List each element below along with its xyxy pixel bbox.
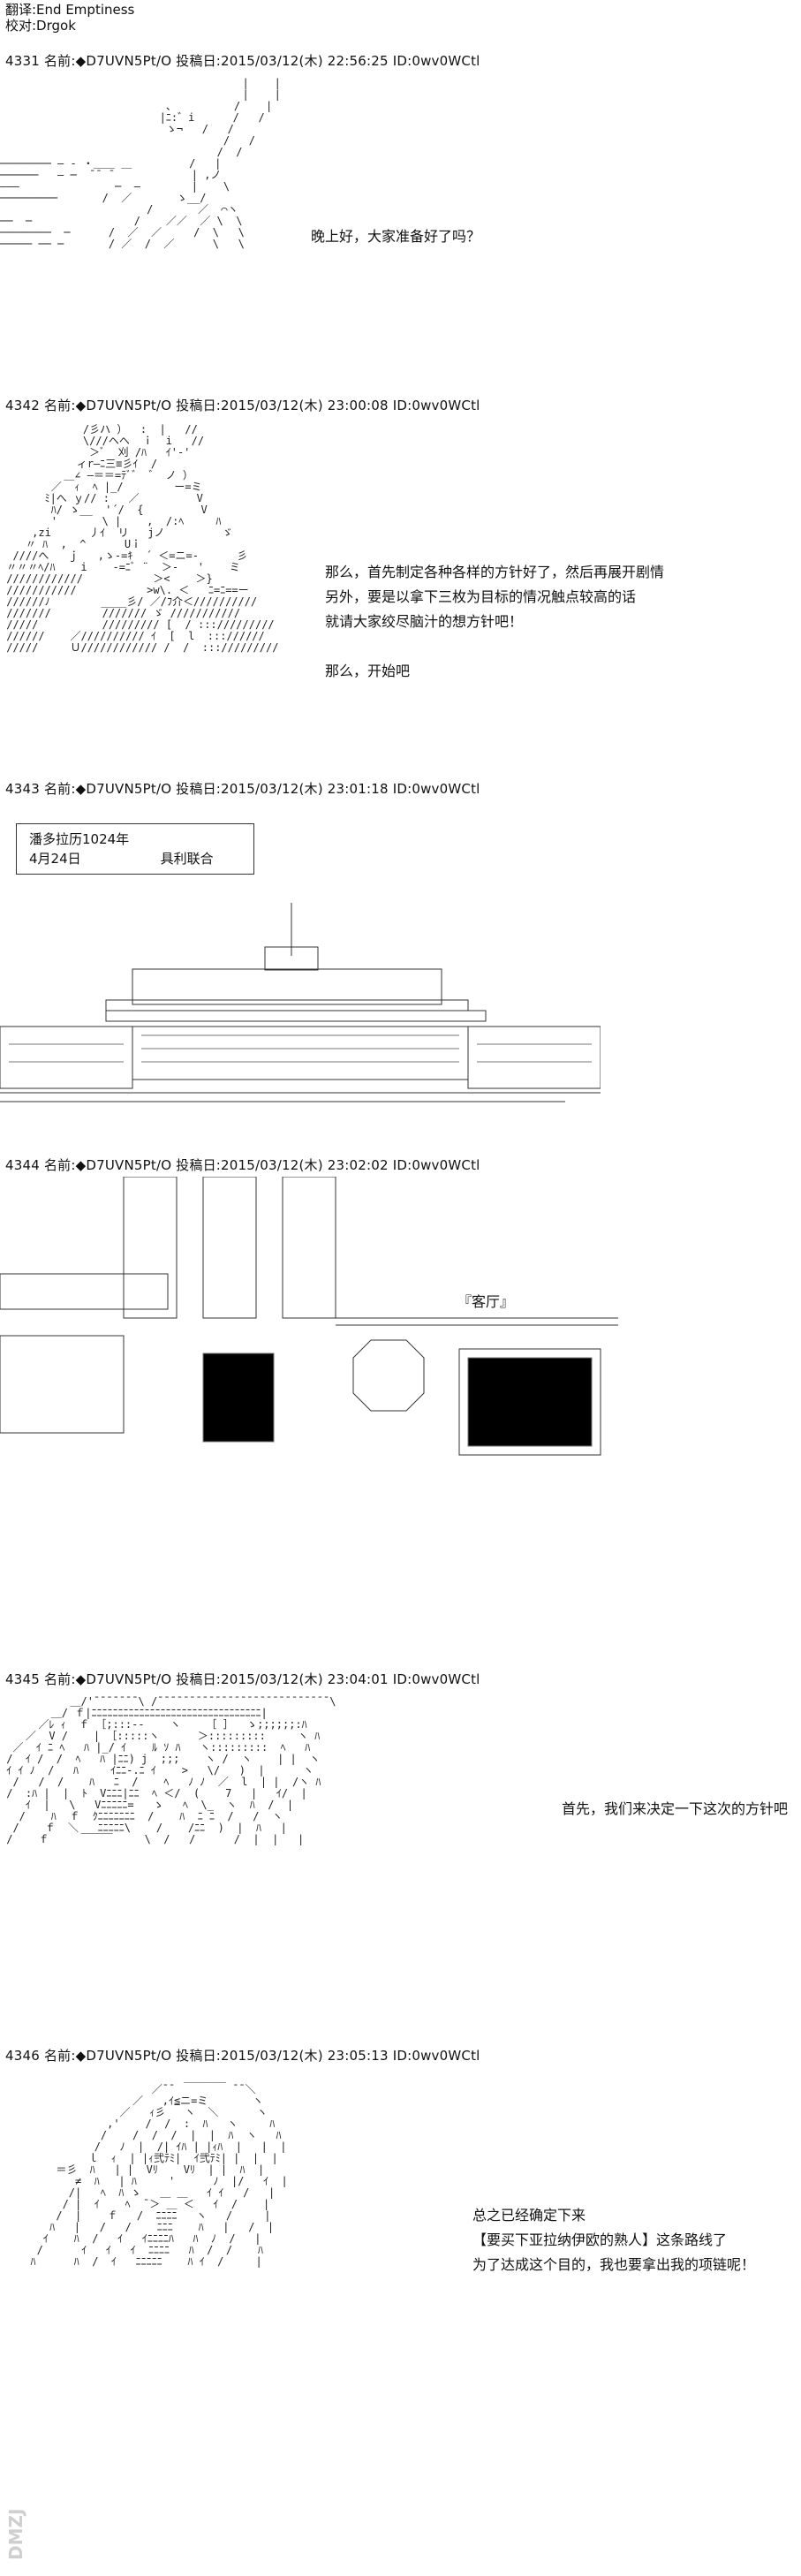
post-header: 4344 名前:◆D7UVN5Pt/O 投稿日:2015/03/12(木) 23…	[5, 1157, 480, 1173]
ascii-art-character: ＿＿＿＿ ／¯¯ ¯¯＼ ／ ,ｲ≦ニ=ミ ヽ ／ ｨ彡 ヽ ＼ ヽ ,' / …	[30, 2072, 288, 2268]
castle-illustration	[0, 903, 601, 1102]
living-room-illustration	[0, 1177, 618, 1456]
credits: 翻译:End Emptiness 校对:Drgok	[5, 2, 134, 34]
translator-credit: 翻译:End Emptiness	[5, 2, 135, 18]
dialogue: 晚上好，大家准备好了吗？	[311, 228, 481, 245]
dialogue: 那么，首先制定各种各样的方针好了，然后再展开剧情 另外，要是以拿下三枚为目标的情…	[325, 564, 665, 679]
post-header: 4331 名前:◆D7UVN5Pt/O 投稿日:2015/03/12(木) 22…	[5, 53, 480, 69]
proofreader-credit: 校对:Drgok	[5, 18, 76, 34]
post-header: 4343 名前:◆D7UVN5Pt/O 投稿日:2015/03/12(木) 23…	[5, 781, 480, 797]
post-header: 4345 名前:◆D7UVN5Pt/O 投稿日:2015/03/12(木) 23…	[5, 1671, 480, 1687]
ascii-art-character: /彡ハ ） : | // \///ヘヘ ｉ i // ＞ﾞ 刈 /ﾊ ｲ'‐' …	[6, 423, 279, 654]
location-box: 潘多拉历1024年 4月24日 具利联合	[16, 823, 254, 875]
dialogue: 首先，我们来决定一下这次的方针吧	[562, 1800, 789, 1817]
ascii-art-character: ＿/'¯¯¯¯¯¯¯\ /¯¯¯¯¯¯¯¯¯¯¯¯¯¯¯¯¯¯¯¯¯¯¯¯¯¯¯…	[6, 1695, 336, 1845]
post-header: 4346 名前:◆D7UVN5Pt/O 投稿日:2015/03/12(木) 23…	[5, 2048, 480, 2064]
watermark: DMZJ	[5, 2508, 26, 2560]
ascii-art-character: | | | | 、 / | |ﾆ:゛i / / ゝ¬ / /	[0, 77, 281, 250]
dialogue: 『客厅』	[457, 1293, 515, 1310]
dialogue: 总之已经确定下来 【要买下亚拉纳伊欧的熟人】这条路线了 为了达成这个目的，我也要…	[472, 2207, 756, 2273]
post-header: 4342 名前:◆D7UVN5Pt/O 投稿日:2015/03/12(木) 23…	[5, 398, 480, 413]
